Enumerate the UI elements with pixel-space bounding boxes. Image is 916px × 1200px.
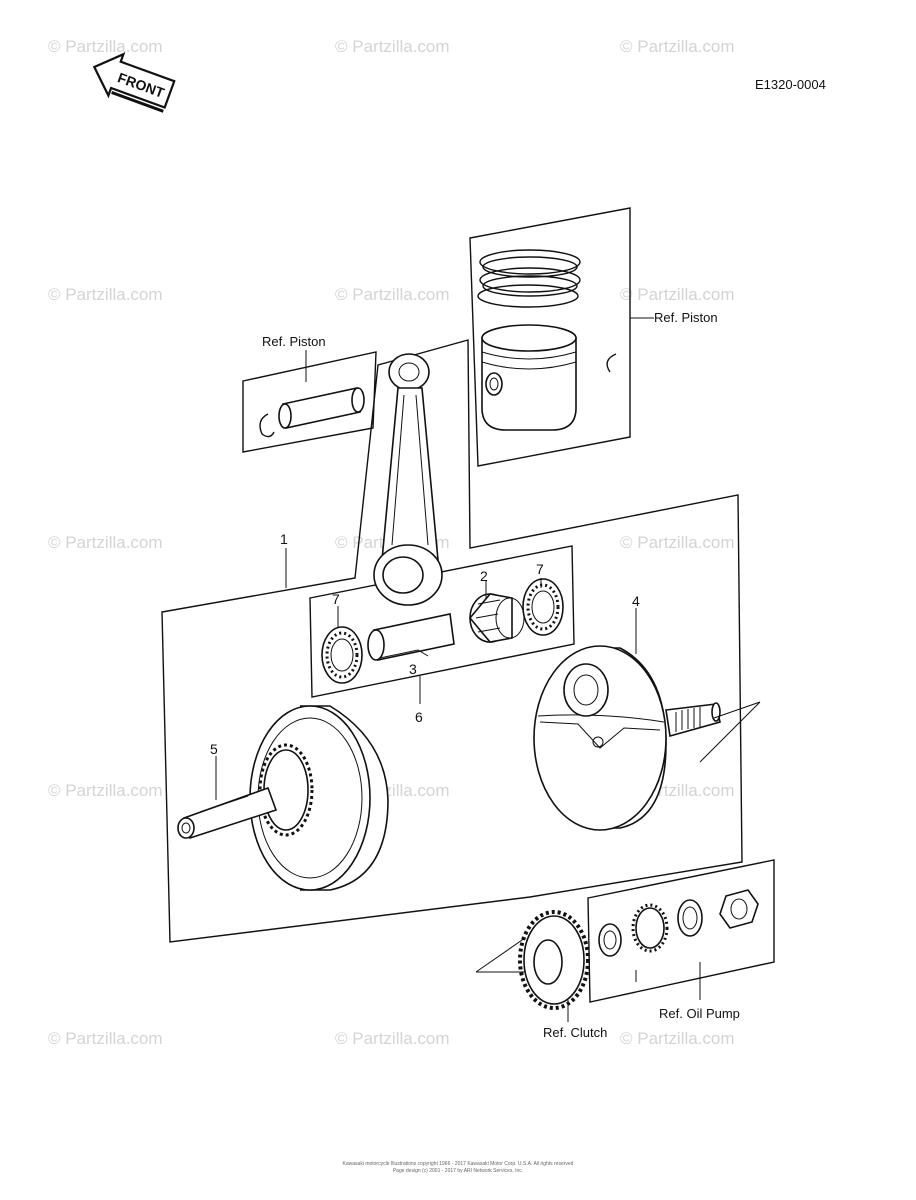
watermark: © Partzilla.com (620, 285, 735, 304)
piston-circlip (606, 353, 617, 373)
callout-5: 5 (210, 741, 218, 757)
diagram-code: E1320-0004 (755, 77, 826, 92)
watermark: © Partzilla.com (620, 37, 735, 56)
watermark: © Partzilla.com (335, 37, 450, 56)
piston-pin-panel-outline (242, 351, 377, 453)
callout-7-right: 7 (536, 561, 544, 577)
watermark: © Partzilla.com (48, 533, 163, 552)
watermark: © Partzilla.com (620, 1029, 735, 1048)
clutch-gear (475, 910, 590, 1010)
watermark: © Partzilla.com (335, 285, 450, 304)
watermark: © Partzilla.com (48, 781, 163, 800)
ref-piston-left-label: Ref. Piston (262, 334, 326, 349)
ref-piston-right-label: Ref. Piston (654, 310, 718, 325)
footer-page-design: Page design (c) 2001 - 2017 by ARI Netwo… (393, 1168, 523, 1174)
callout-4: 4 (632, 593, 640, 609)
callout-2: 2 (480, 568, 488, 584)
watermark: © Partzilla.com (48, 1029, 163, 1048)
right-flywheel (533, 645, 721, 831)
thrust-washer-right (522, 578, 564, 636)
crankshaft-assembly-outline (161, 339, 743, 943)
footer-copyright: Kawasaki motorcycle Illustrations copyri… (343, 1161, 574, 1167)
watermark: © Partzilla.com (620, 533, 735, 552)
crank-pin (367, 613, 455, 661)
watermark: © Partzilla.com (48, 37, 163, 56)
piston (481, 324, 577, 431)
watermark: © Partzilla.com (335, 1029, 450, 1048)
needle-bearing (468, 593, 525, 643)
thrust-washer-left (321, 626, 363, 684)
piston-pin (259, 387, 365, 438)
piston-rings (477, 249, 581, 308)
callout-1: 1 (280, 531, 288, 547)
ref-clutch-label: Ref. Clutch (543, 1025, 607, 1040)
left-flywheel (177, 705, 389, 891)
front-arrow-icon: FRONT (92, 52, 176, 113)
watermark: © Partzilla.com (48, 285, 163, 304)
oil-pump-parts (598, 889, 759, 982)
connecting-rod (373, 353, 443, 606)
ref-oil-pump-label: Ref. Oil Pump (659, 1006, 740, 1021)
piston-panel-outline (469, 207, 631, 467)
callout-3: 3 (409, 661, 417, 677)
callout-6: 6 (415, 709, 423, 725)
callout-7-left: 7 (332, 591, 340, 607)
conrod-bearing-panel-outline (309, 545, 575, 698)
